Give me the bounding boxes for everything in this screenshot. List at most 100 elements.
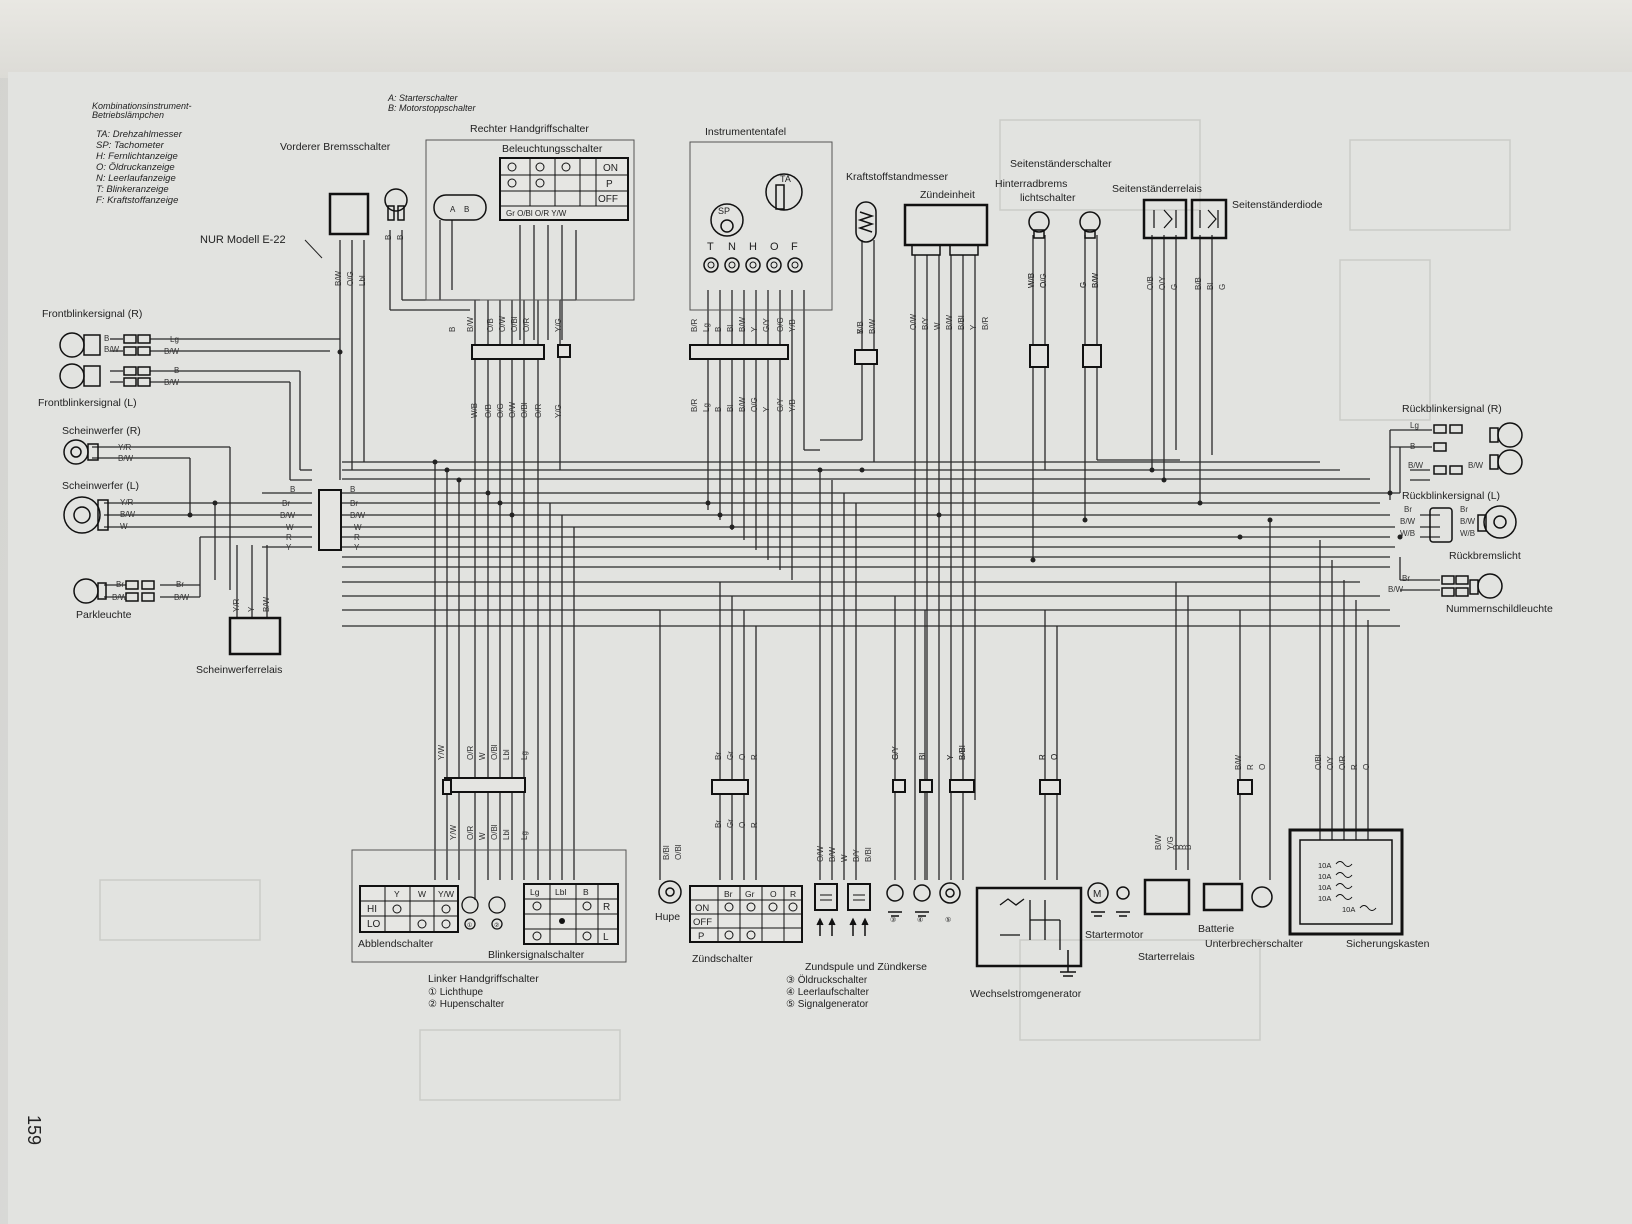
indicator-letter: T xyxy=(707,241,714,253)
hupe xyxy=(658,880,682,904)
label-zuendeinheit: Zündeinheit xyxy=(920,189,975,201)
facing-page-edge xyxy=(0,0,1632,78)
seitenstaenderschalter xyxy=(1028,211,1101,239)
label-starterrelais: Starterrelais xyxy=(1138,951,1195,963)
blinker-r: R xyxy=(603,902,610,913)
wire-code: Y/G xyxy=(554,318,563,332)
wire-code: Lg xyxy=(702,403,711,412)
wire-code: Lg xyxy=(702,323,711,332)
wire-code: Br xyxy=(1404,505,1412,514)
beleuchtung-on: ON xyxy=(603,163,618,174)
wire-code: W/B xyxy=(1460,529,1475,538)
wire-code: O xyxy=(1362,764,1371,770)
wire-code: Y xyxy=(969,324,978,330)
fuse-label: 10A xyxy=(1318,883,1331,892)
lh-connector xyxy=(444,777,526,793)
label-rueckbremslicht: Rückbremslicht xyxy=(1449,550,1521,562)
wire-code: G xyxy=(1170,284,1179,290)
wire-code: Lg xyxy=(520,751,529,760)
legend-instrument-line: N: Leerlaufanzeige xyxy=(96,173,176,184)
wire-code: W/B xyxy=(1027,273,1036,288)
rueckblinker-r xyxy=(1433,422,1523,475)
legend-switch-line: A: Starterschalter xyxy=(387,93,459,103)
wire-code: B/W xyxy=(112,593,128,602)
wire-code: B xyxy=(384,235,393,240)
wire-code: W/B xyxy=(1400,529,1415,538)
label-batterie: Batterie xyxy=(1198,923,1234,935)
zuend-on: ON xyxy=(695,903,709,914)
wire-code: Br xyxy=(714,752,723,760)
wire-code: O/Bl xyxy=(490,824,499,840)
legend-instrument-line: H: Fernlichtanzeige xyxy=(96,151,178,162)
wire-code: B/W xyxy=(1091,272,1100,288)
wire-code: O/W xyxy=(498,316,507,332)
wire-code: Y xyxy=(946,754,955,760)
indicator-letter: H xyxy=(749,241,757,253)
wire-code: Br xyxy=(350,499,358,508)
scheinwerfer-l xyxy=(63,496,109,534)
wire-code: B/R xyxy=(690,318,699,332)
label-seitenstaenderrelais: Seitenständerrelais xyxy=(1112,183,1202,195)
wire-code: B/R xyxy=(981,316,990,330)
wire-code: Gr xyxy=(726,819,735,828)
wire-code: O/G xyxy=(750,397,759,412)
marker-2: ② xyxy=(494,922,499,929)
rechter-handgriff-frame xyxy=(425,139,635,301)
wire-code: G/Y xyxy=(891,746,900,760)
wire-code: R xyxy=(1038,754,1047,760)
wire-code: B/W xyxy=(350,511,366,520)
parkleuchte xyxy=(73,578,155,604)
legend-instrument-line: F: Kraftstoffanzeige xyxy=(96,195,178,206)
wire-code: O/Bl xyxy=(674,844,683,860)
label-kraftstoffstandmesser: Kraftstoffstandmesser xyxy=(846,171,948,183)
wire-code: Br xyxy=(1402,574,1410,583)
label-vorderer-bremsschalter: Vorderer Bremsschalter xyxy=(280,141,391,153)
unterbrecherschalter xyxy=(1251,886,1273,908)
wire-code: B xyxy=(714,407,723,412)
wire-code: O/R xyxy=(1338,756,1347,770)
zuend-head-2: O xyxy=(770,889,777,899)
wire-code: B/W xyxy=(120,510,136,519)
marker-4: ④ xyxy=(917,916,923,924)
wire-code: B xyxy=(856,329,865,334)
wire-code: O/R xyxy=(466,826,475,840)
wire-code: W xyxy=(478,752,487,760)
wire-code: O/B xyxy=(486,318,495,332)
wire-code: O/G xyxy=(496,403,505,418)
blinker-l: L xyxy=(603,932,609,943)
page-number: 159 xyxy=(24,1115,44,1145)
label-scheinwerfer-l: Scheinwerfer (L) xyxy=(62,480,139,492)
wire-code: B/W xyxy=(1154,834,1163,850)
wire-code: O/R xyxy=(466,746,475,760)
abblend-head-1: W xyxy=(418,889,426,899)
fuse-label: 10A xyxy=(1342,905,1355,914)
wire-code: Y xyxy=(946,754,955,760)
starterrelais xyxy=(1143,878,1191,916)
label-linker-handgriffschalter: Linker Handgriffschalter xyxy=(428,973,539,985)
wire-code: R xyxy=(1038,754,1047,760)
fuse-label: 10A xyxy=(1318,861,1331,870)
nur-modell-pointer xyxy=(304,239,323,259)
wire-code: R xyxy=(750,822,759,828)
wire-code: O/Bl xyxy=(510,316,519,332)
rh-connector xyxy=(471,344,545,360)
wire-code: B/W xyxy=(174,593,190,602)
wire-code: O/R xyxy=(522,318,531,332)
beleuchtung-off: OFF xyxy=(598,194,618,205)
wire-code: O xyxy=(738,822,747,828)
wire-code: B/Bl xyxy=(958,745,967,760)
wire-code: Br xyxy=(282,499,290,508)
wire-code: Br xyxy=(116,580,124,589)
wire-code: O/W xyxy=(508,402,517,418)
scheinwerferrelais xyxy=(228,616,282,656)
kraftstoffstandmesser xyxy=(855,201,877,243)
wire-code: B/W xyxy=(1091,272,1100,288)
wire-code: Y/B xyxy=(856,321,865,334)
zuend-off: OFF xyxy=(693,917,712,928)
wire-code: O/W xyxy=(909,314,918,330)
wire-code: B/W xyxy=(118,454,134,463)
